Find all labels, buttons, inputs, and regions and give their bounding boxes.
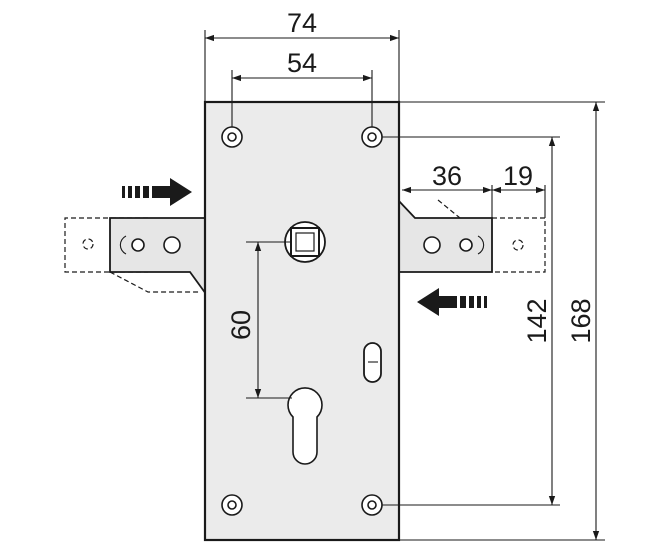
dim-bolt-tip: 19 bbox=[503, 161, 533, 191]
dimension-lines bbox=[205, 34, 600, 540]
left-bolt-ghost-hole bbox=[82, 238, 94, 250]
dim-hole-spacing-width: 54 bbox=[287, 48, 317, 78]
right-bolt-hole-ghost-arc bbox=[477, 235, 485, 255]
dim-total-height: 168 bbox=[566, 298, 596, 343]
right-bolt-hole-large bbox=[423, 236, 441, 254]
right-bolt bbox=[397, 197, 546, 273]
arrow-right-icon bbox=[122, 178, 192, 206]
follower-hub bbox=[284, 221, 326, 263]
left-bolt-hole-small bbox=[131, 238, 145, 252]
dim-total-width: 74 bbox=[287, 8, 317, 38]
dim-bolt-extension: 36 bbox=[432, 161, 462, 191]
mounting-holes bbox=[221, 126, 383, 516]
left-bolt bbox=[64, 217, 207, 297]
right-bolt-ghost-hole bbox=[512, 239, 524, 251]
right-bolt-body bbox=[397, 197, 493, 273]
left-bolt-hole-large bbox=[163, 236, 181, 254]
cylinder-cutout bbox=[287, 387, 323, 465]
dim-backset: 60 bbox=[226, 310, 256, 340]
arrow-left-icon bbox=[417, 288, 487, 316]
dim-hole-spacing-height: 142 bbox=[522, 298, 552, 343]
right-bolt-hole-small bbox=[459, 238, 473, 252]
left-bolt-hole-ghost-arc bbox=[119, 235, 127, 255]
lock-plate bbox=[203, 100, 401, 542]
mounting-hole-top-left bbox=[221, 126, 243, 148]
left-bolt-extended-outline bbox=[64, 217, 200, 293]
mounting-hole-bottom-left bbox=[221, 494, 243, 516]
left-bolt-body bbox=[109, 217, 207, 297]
mounting-hole-top-right bbox=[361, 126, 383, 148]
right-bolt-extended-outline bbox=[437, 199, 546, 273]
mounting-hole-bottom-right bbox=[361, 494, 383, 516]
